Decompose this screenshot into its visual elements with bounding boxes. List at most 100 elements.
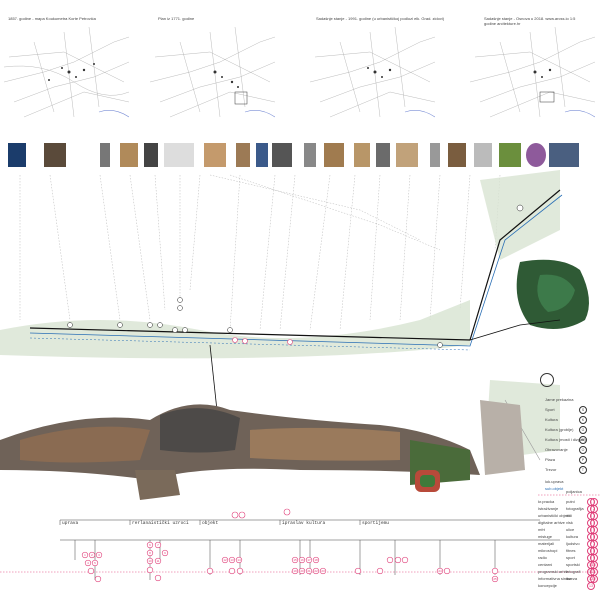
node-number: 1 [84,552,86,557]
category-label: sportijemu [362,521,390,526]
node-number: 13 [230,557,234,562]
node-number: 10 [148,558,152,563]
node-number: 25 [493,576,497,581]
legend-line-label: sub.objekt [545,486,564,491]
category-label: ipraslav kultura [282,521,326,526]
map-title-3: Sadašnje stanje - 1991. godine (u urbani… [316,16,445,21]
legend-item: Jarne prekazina [545,397,574,402]
node-number: 8 [149,550,151,555]
node-number: 14 [237,557,241,562]
node-number: 15 [293,557,297,562]
compass-north-icon [540,373,554,387]
photo-thumbnail[interactable] [272,143,292,167]
legend-line-label: lok.uprava [545,479,564,484]
photo-timeline-strip [4,143,579,173]
category-label: objekt [202,521,219,526]
node-number: 24 [438,568,442,573]
photo-thumbnail[interactable] [324,143,344,167]
node-number: 17 [307,557,311,562]
photo-thumbnail[interactable] [236,143,250,167]
pie-chart-graphic [526,143,546,167]
legend-item: Kultura (mosti i dizgati)M [545,436,587,444]
node-number: 18 [314,557,318,562]
photo-thumbnail[interactable] [164,143,194,167]
node-number: 2 [91,552,93,557]
photo-thumbnail[interactable] [448,143,466,167]
category-label: uprava [62,521,79,526]
aerial-photo-town [0,400,525,500]
photo-thumbnail[interactable] [304,143,316,167]
node-number: 6 [149,542,151,547]
photo-thumbnail[interactable] [499,143,521,167]
map-title-4: Sadašnje stanje - Osnova u 2018. www.arc… [484,16,576,26]
node-number: 16 [300,557,304,562]
map-title-2: Plan iz 1771. godine [158,16,195,21]
photo-thumbnail[interactable] [354,143,370,167]
node-number: 19 [293,568,297,573]
current-map-2018 [470,26,595,118]
photo-thumbnail[interactable] [144,143,158,167]
node-number: 9 [164,550,166,555]
photo-thumbnail[interactable] [44,143,66,167]
node-number: 4 [87,560,89,565]
node-number: 21 [307,568,311,573]
node-number: 11 [156,558,160,563]
node-number: 7 [157,542,159,547]
map-title-1: 1857. godine - mapa Koukumetra Korte Pet… [8,16,96,21]
photo-thumbnail[interactable] [120,143,138,167]
road-main [29,189,561,341]
photo-thumbnail[interactable] [396,143,418,167]
node-number: 3 [98,552,100,557]
road-blue [29,194,563,347]
node-number: 20 [300,568,304,573]
category-label: rerlanaistički uzroci [132,521,189,526]
photo-thumbnail[interactable] [376,143,390,167]
photo-thumbnail[interactable] [100,143,110,167]
historic-map-1771 [150,26,275,118]
photo-thumbnail[interactable] [204,143,226,167]
photo-thumbnail[interactable] [474,143,492,167]
photo-thumbnail[interactable] [430,143,440,167]
legend-item: Kultura (groblje)G [545,426,587,434]
leader-lines [19,174,501,331]
node-number: 5 [94,560,96,565]
photo-thumbnail[interactable] [549,143,579,167]
pink-node-clusters [81,541,499,583]
node-number: 22 [314,568,318,573]
photo-thumbnail[interactable] [8,143,26,167]
node-number: 12 [223,557,227,562]
photo-thumbnail[interactable] [256,143,268,167]
node-number: 23 [321,568,325,573]
right-list-header: poljanica [566,489,582,494]
current-map-1991 [310,26,435,118]
historic-map-1857 [4,26,129,118]
